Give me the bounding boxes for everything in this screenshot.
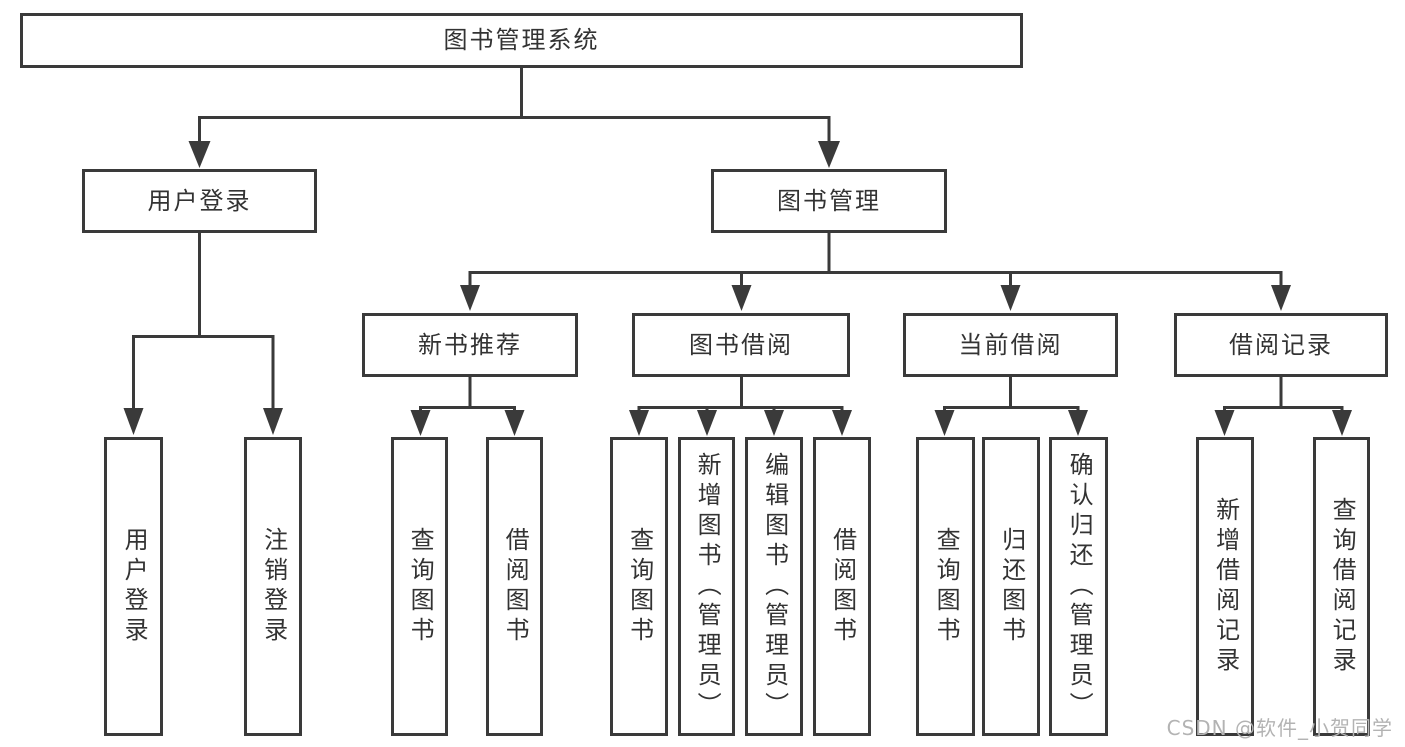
leaf-add-books-admin: 新增图书（管理员）	[678, 437, 735, 736]
node-label: 借阅图书	[828, 526, 857, 647]
node-label: 归还图书	[997, 526, 1026, 647]
leaf-borrow-books-1: 借阅图书	[486, 437, 543, 736]
leaf-query-books-3: 查询图书	[916, 437, 975, 736]
node-label: 用户登录	[147, 186, 252, 215]
node-label: 图书管理	[777, 186, 881, 215]
leaf-logout: 注销登录	[244, 437, 302, 736]
node-label: 新书推荐	[418, 330, 522, 359]
node-label: 查询图书	[406, 526, 435, 647]
leaf-query-books-2: 查询图书	[610, 437, 668, 736]
leaf-confirm-return-admin: 确认归还（管理员）	[1049, 437, 1108, 736]
leaf-user-login: 用户登录	[104, 437, 163, 736]
node-label: 确认归还（管理员）	[1065, 451, 1094, 722]
node-new-book-recommendation: 新书推荐	[362, 313, 578, 377]
node-library-management-system: 图书管理系统	[20, 13, 1023, 68]
node-current-borrowing: 当前借阅	[903, 313, 1118, 377]
node-label: 借阅图书	[501, 526, 530, 647]
node-label: 查询借阅记录	[1328, 496, 1357, 677]
node-label: 新增借阅记录	[1211, 496, 1240, 677]
leaf-borrow-books-2: 借阅图书	[813, 437, 871, 736]
leaf-add-borrow-record: 新增借阅记录	[1196, 437, 1254, 736]
node-user-login: 用户登录	[82, 169, 317, 233]
node-label: 查询图书	[625, 526, 654, 647]
node-label: 新增图书（管理员）	[693, 451, 722, 722]
node-label: 编辑图书（管理员）	[760, 451, 789, 722]
arrowheads	[123, 141, 1352, 436]
node-borrowing-records: 借阅记录	[1174, 313, 1388, 377]
node-label: 图书借阅	[689, 330, 793, 359]
leaf-query-books-1: 查询图书	[391, 437, 448, 736]
node-book-management: 图书管理	[711, 169, 947, 233]
node-label: 用户登录	[120, 526, 149, 647]
node-label: 当前借阅	[958, 330, 1063, 359]
node-label: 借阅记录	[1229, 330, 1333, 359]
csdn-watermark: CSDN @软件_小贺同学	[1166, 716, 1393, 740]
node-label: 查询图书	[932, 526, 961, 647]
leaf-edit-books-admin: 编辑图书（管理员）	[745, 437, 803, 736]
leaf-query-borrow-record: 查询借阅记录	[1313, 437, 1370, 736]
node-label: 图书管理系统	[443, 26, 600, 55]
node-label: 注销登录	[259, 526, 288, 647]
node-book-borrowing: 图书借阅	[632, 313, 850, 377]
leaf-return-books: 归还图书	[982, 437, 1040, 736]
